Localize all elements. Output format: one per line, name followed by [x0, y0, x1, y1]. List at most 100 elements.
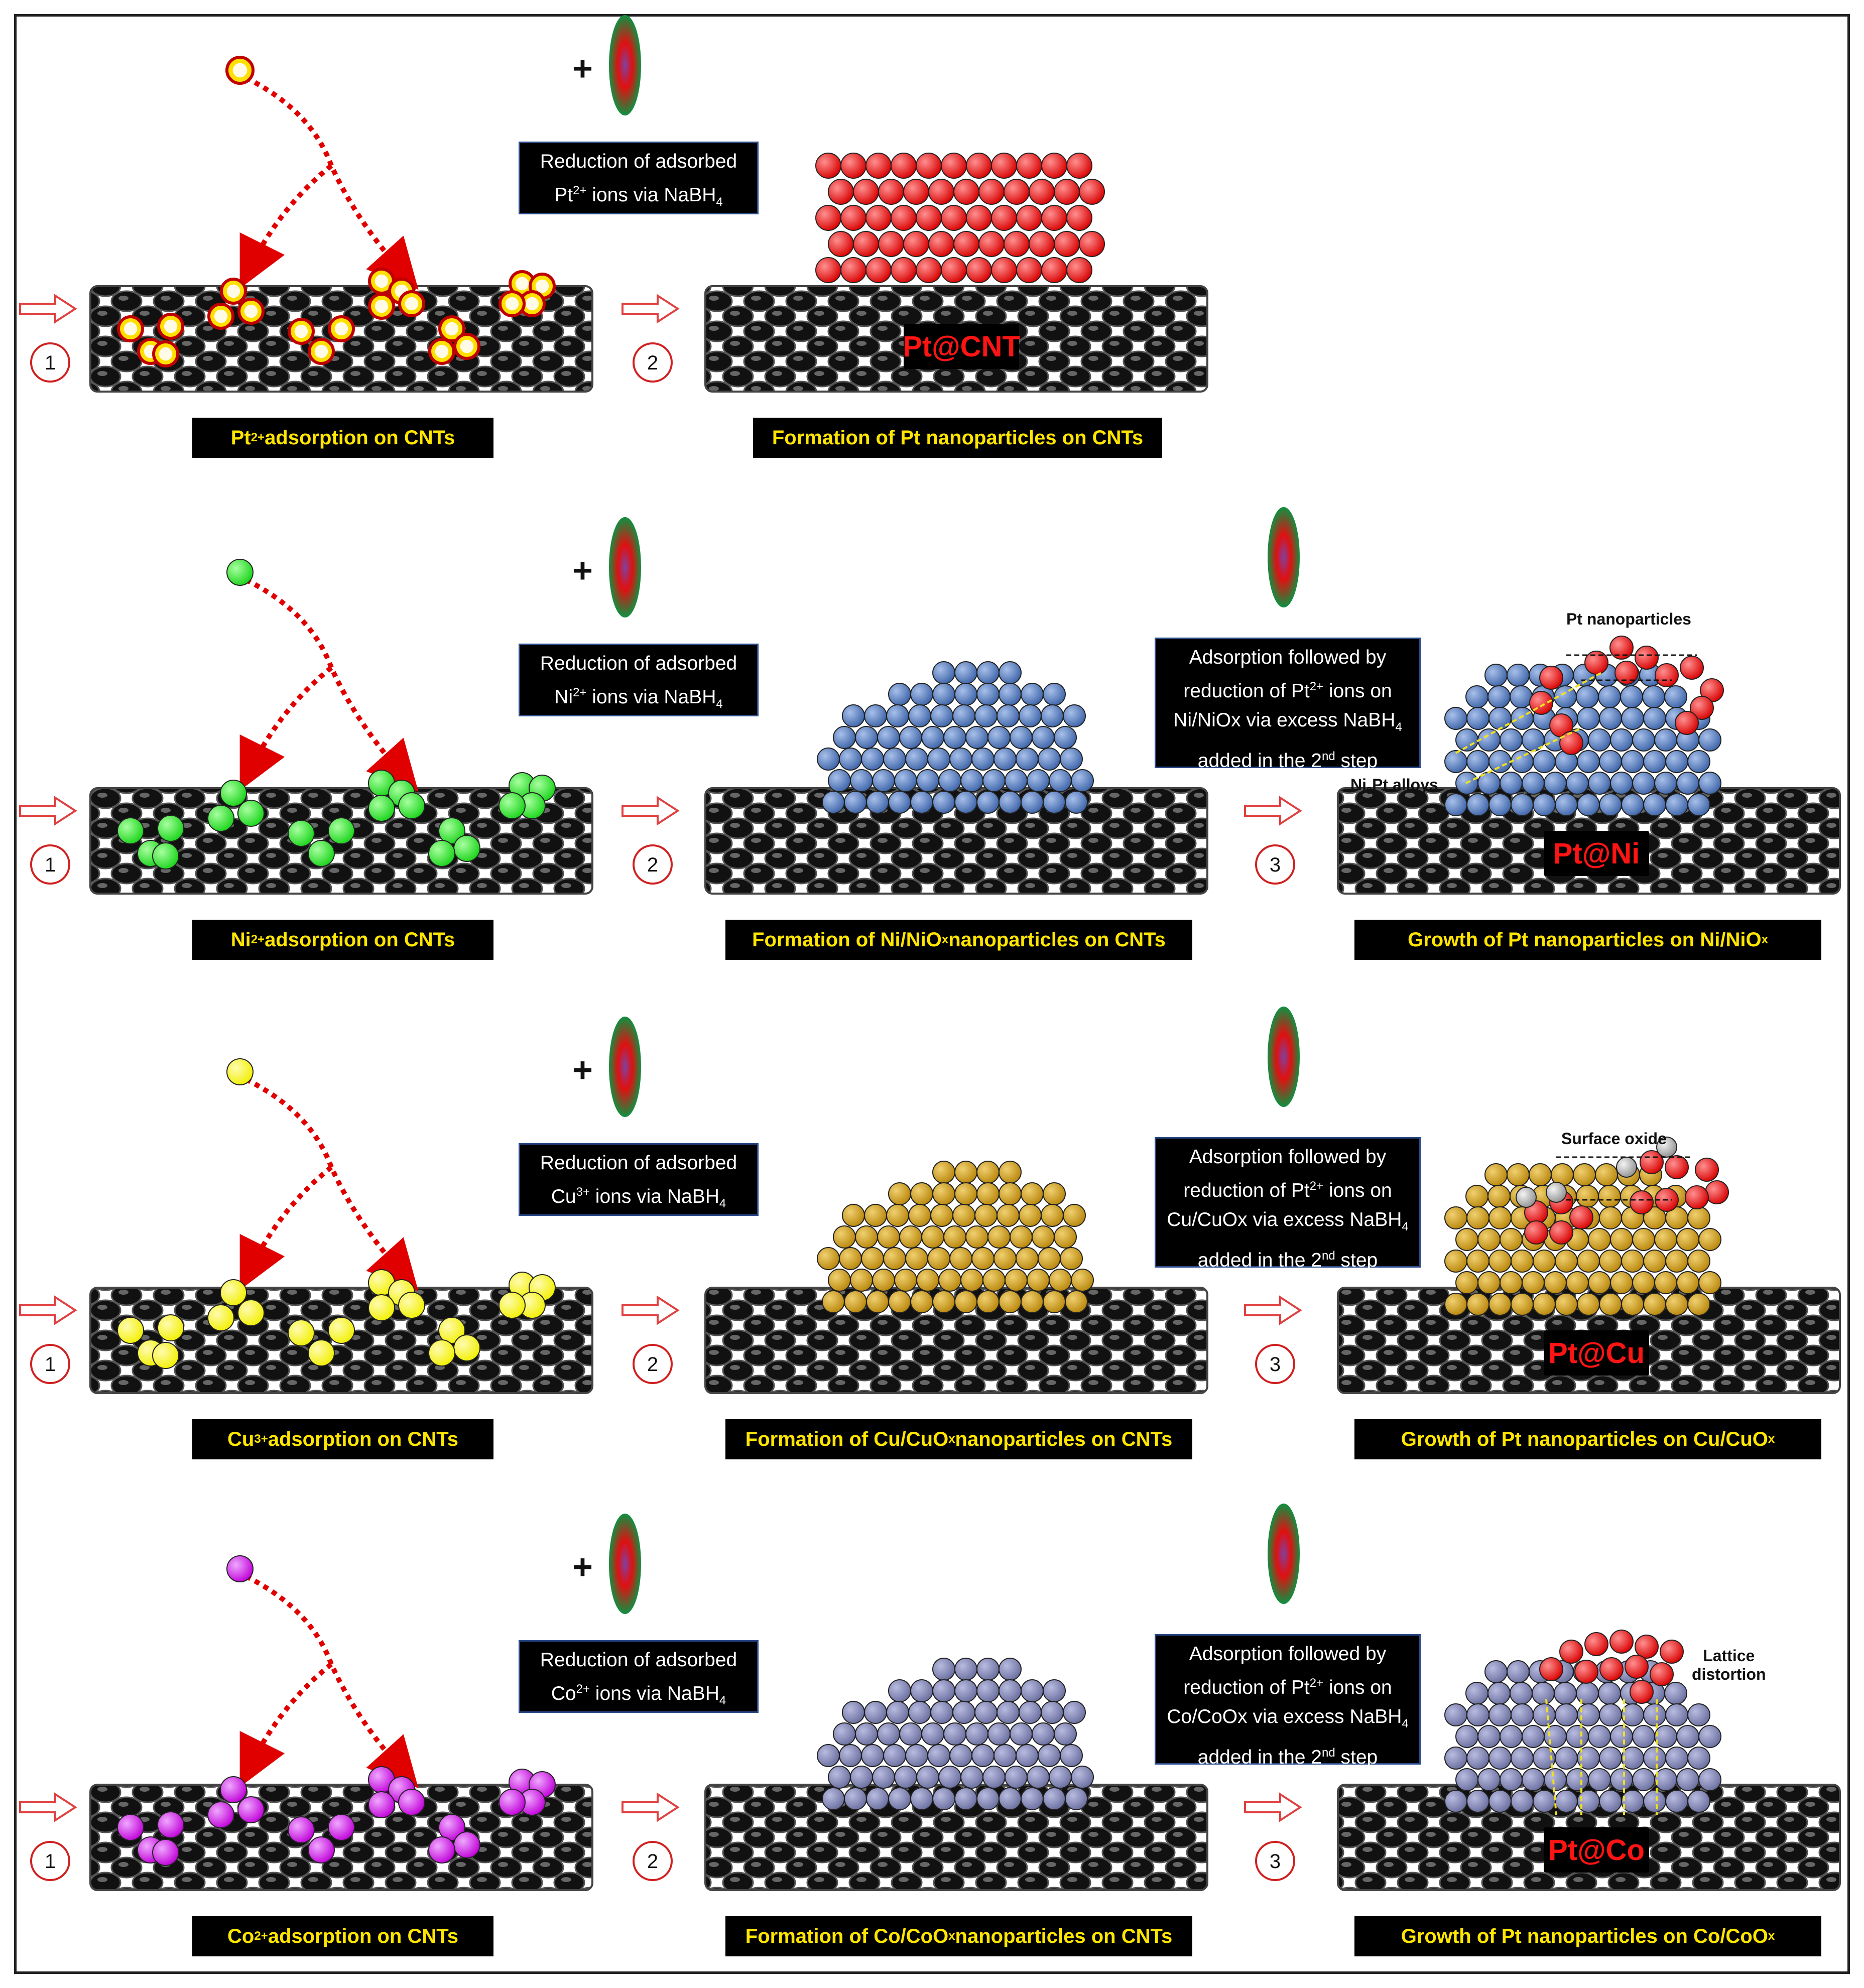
- core-atom-cu-3-2966: [1477, 1228, 1501, 1251]
- input-arrow-cu-2: [622, 1295, 680, 1325]
- core-atom-ni-4-3032: [1511, 750, 1534, 773]
- core-atom-cu-0-3200: [1595, 1163, 1618, 1186]
- diffusion-path-left-cu: [239, 1165, 333, 1290]
- core-atom-ni-5-3010: [1500, 772, 1523, 795]
- nanoparticle-pt-3-1: [853, 231, 879, 257]
- nanoparticle-co-1-2012: [999, 1679, 1022, 1702]
- step3-line4-pre: added in the 2: [1197, 750, 1322, 772]
- adsorption-charge: 2+: [251, 933, 265, 946]
- nanoparticle-co-3-1726: [855, 1722, 878, 1746]
- adsorbed-ion-cu-6: [237, 1299, 265, 1326]
- core-atom-cu-6-2900: [1444, 1293, 1467, 1316]
- input-arrow-co-2: [622, 1792, 680, 1822]
- core-atom-co-6-2988: [1488, 1790, 1512, 1813]
- core-atom-ni-6-3340: [1665, 793, 1688, 816]
- nanoparticle-pt-4-10: [1066, 257, 1092, 283]
- nanoparticle-co-5-2024: [1005, 1766, 1028, 1789]
- core-atom-co-5-3362: [1676, 1768, 1699, 1791]
- nanoparticle-ni-5-2068: [1027, 769, 1050, 792]
- nanoparticle-ni-3-1858: [921, 726, 944, 749]
- nanoparticle-ni-1-2056: [1021, 683, 1044, 706]
- pt-atom-ni-0: [1609, 636, 1634, 660]
- pt-atom-cu-2: [1695, 1158, 1719, 1182]
- core-atom-ni-4-3384: [1687, 750, 1710, 773]
- pt-atom-ni-12: [1675, 711, 1699, 735]
- pt-atom-cu-10: [1524, 1220, 1548, 1245]
- core-atom-ni-5-3186: [1588, 772, 1611, 795]
- annotation-surface-oxide: Surface oxide: [1561, 1130, 1667, 1148]
- nanoparticle-cu-3-1726: [855, 1225, 878, 1249]
- nanoparticle-ni-3-1946: [965, 726, 988, 749]
- nanoparticle-cu-1-2100: [1043, 1182, 1066, 1205]
- nabh4-capsule-pt: [609, 15, 641, 115]
- nanoparticle-co-6-1748: [866, 1787, 889, 1810]
- adsorbed-ion-co-9: [328, 1814, 355, 1841]
- pt-atom-ni-1: [1635, 646, 1659, 670]
- reduction-line1: Reduction of adsorbed: [540, 1649, 737, 1671]
- nanoparticle-pt-2-4: [916, 205, 942, 231]
- nanoparticle-co-6-1792: [888, 1787, 911, 1810]
- core-atom-ni-3-3406: [1698, 728, 1721, 752]
- nanoparticle-cu-6-2056: [1021, 1290, 1044, 1313]
- pt-atom-ni-2: [1584, 651, 1608, 675]
- core-atom-cu-3-3274: [1632, 1228, 1655, 1251]
- nanoparticle-cu-4-1826: [905, 1247, 928, 1270]
- core-atom-ni-5-3406: [1698, 772, 1721, 795]
- nanoparticle-cu-6-1836: [910, 1290, 933, 1313]
- adsorbed-ion-cu-3: [152, 1342, 179, 1369]
- reduction-ion: Pt: [554, 184, 573, 206]
- nanoparticle-pt-3-10: [1079, 231, 1105, 257]
- core-atom-co-6-2944: [1466, 1790, 1489, 1813]
- nanoparticle-pt-4-7: [991, 257, 1017, 283]
- nanoparticle-pt-1-0: [828, 179, 854, 205]
- nanoparticle-ni-2-1920: [952, 704, 975, 727]
- nanoparticle-cu-3-1946: [965, 1225, 988, 1249]
- nanoparticle-pt-3-6: [978, 231, 1005, 257]
- core-atom-cu-6-2944: [1466, 1293, 1489, 1316]
- core-atom-ni-1-3206: [1598, 685, 1621, 708]
- core-atom-ni-6-3296: [1643, 793, 1666, 816]
- core-atom-cu-5-3186: [1588, 1271, 1611, 1294]
- reduction-ion: Cu: [551, 1186, 576, 1207]
- nanoparticle-pt-0-4: [916, 153, 942, 179]
- core-atom-cu-5-3054: [1522, 1271, 1545, 1294]
- adsorbed-ion-ni-7: [288, 820, 315, 847]
- diffusion-path-right-ni: [244, 577, 419, 792]
- free-ion-co: [226, 1555, 254, 1582]
- core-atom-co-1-3030: [1510, 1682, 1533, 1705]
- core-atom-co-1-3118: [1554, 1682, 1577, 1705]
- nanoparticle-co-3-2078: [1032, 1722, 1055, 1746]
- core-atom-co-2-3032: [1511, 1703, 1534, 1726]
- nanoparticle-co-2-1920: [952, 1701, 975, 1724]
- nanoparticle-pt-3-5: [953, 231, 979, 257]
- core-atom-co-2-3340: [1665, 1703, 1688, 1726]
- adsorbed-ion-cu-14: [438, 1317, 465, 1344]
- core-atom-cu-6-3120: [1555, 1293, 1578, 1316]
- core-atom-cu-4-3120: [1555, 1250, 1578, 1273]
- pt-atom-co-8: [1650, 1662, 1674, 1686]
- step3-line3-text: Co/CoOx via excess NaBH: [1167, 1706, 1402, 1727]
- core-atom-ni-5-3098: [1544, 772, 1567, 795]
- nanoparticle-ni-4-1826: [905, 748, 928, 771]
- nanoparticle-cu-6-1748: [866, 1290, 889, 1313]
- step3-line3: Cu/CuOx via excess NaBH4: [1156, 1205, 1419, 1241]
- nanoparticle-cu-4-1914: [949, 1247, 972, 1270]
- nanoparticle-ni-1-1836: [910, 683, 933, 706]
- core-atom-cu-3-3406: [1698, 1228, 1721, 1251]
- adsorption-ion: Pt: [230, 426, 251, 449]
- core-atom-co-3-3406: [1698, 1725, 1721, 1748]
- nanoparticle-co-1-1880: [932, 1679, 955, 1702]
- core-atom-ni-2-3296: [1643, 707, 1666, 730]
- nabh4-capsule-step3-co: [1268, 1504, 1300, 1604]
- nanoparticle-cu-6-2100: [1043, 1290, 1066, 1313]
- alloy-guide-2: [1465, 727, 1582, 784]
- core-atom-ni-4-3208: [1599, 750, 1622, 773]
- adsorbed-ion-ni-20: [499, 792, 526, 819]
- core-atom-cu-3-2922: [1455, 1228, 1478, 1251]
- annotation-alloy-pre: Ni: [1350, 776, 1366, 794]
- diffusion-path-left-co: [239, 1662, 333, 1787]
- step3-line4-post: step: [1335, 1249, 1378, 1271]
- nanoparticle-co-4-1870: [927, 1744, 950, 1767]
- pt-atom-ni-10: [1559, 731, 1583, 755]
